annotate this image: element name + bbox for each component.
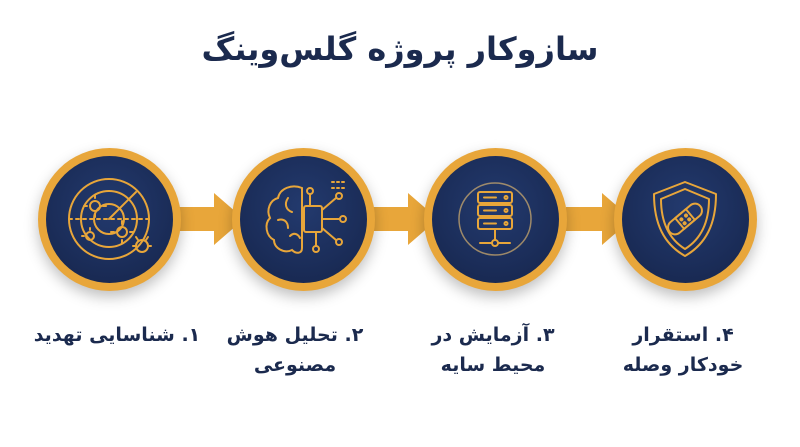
step-3-label: ۳. آزمایش در محیط سایه [408, 320, 578, 380]
step-4-label-line1: ۴. استقرار [632, 324, 734, 346]
ai-brain-icon [265, 181, 347, 254]
step-3-label-line1: ۳. آزمایش در [431, 324, 555, 346]
step-2-circle [232, 148, 375, 291]
step-1-circle [38, 148, 181, 291]
page-title: سازوکار پروژه گلس‌وینگ [201, 30, 599, 68]
step-4-circle [614, 148, 757, 291]
step-1-label-line1: ۱. شناسایی تهدید [33, 324, 201, 346]
arrow-right-icon [372, 193, 438, 245]
step-1-label: ۱. شناسایی تهدید [32, 320, 202, 350]
shield-patch-icon [653, 181, 717, 257]
step-4-label: ۴. استقرار خودکار وصله [598, 320, 768, 380]
step-3-circle [424, 148, 567, 291]
step-2-label-line2: مصنوعی [253, 354, 337, 376]
step-2-label: ۲. تحلیل هوش مصنوعی [210, 320, 380, 380]
step-3-label-line2: محیط سایه [440, 354, 546, 376]
arrow-right-icon [178, 193, 244, 245]
server-icon [458, 182, 532, 256]
step-4-label-line2: خودکار وصله [622, 354, 744, 376]
radar-virus-icon [68, 178, 152, 260]
step-2-label-line1: ۲. تحلیل هوش [226, 324, 364, 346]
